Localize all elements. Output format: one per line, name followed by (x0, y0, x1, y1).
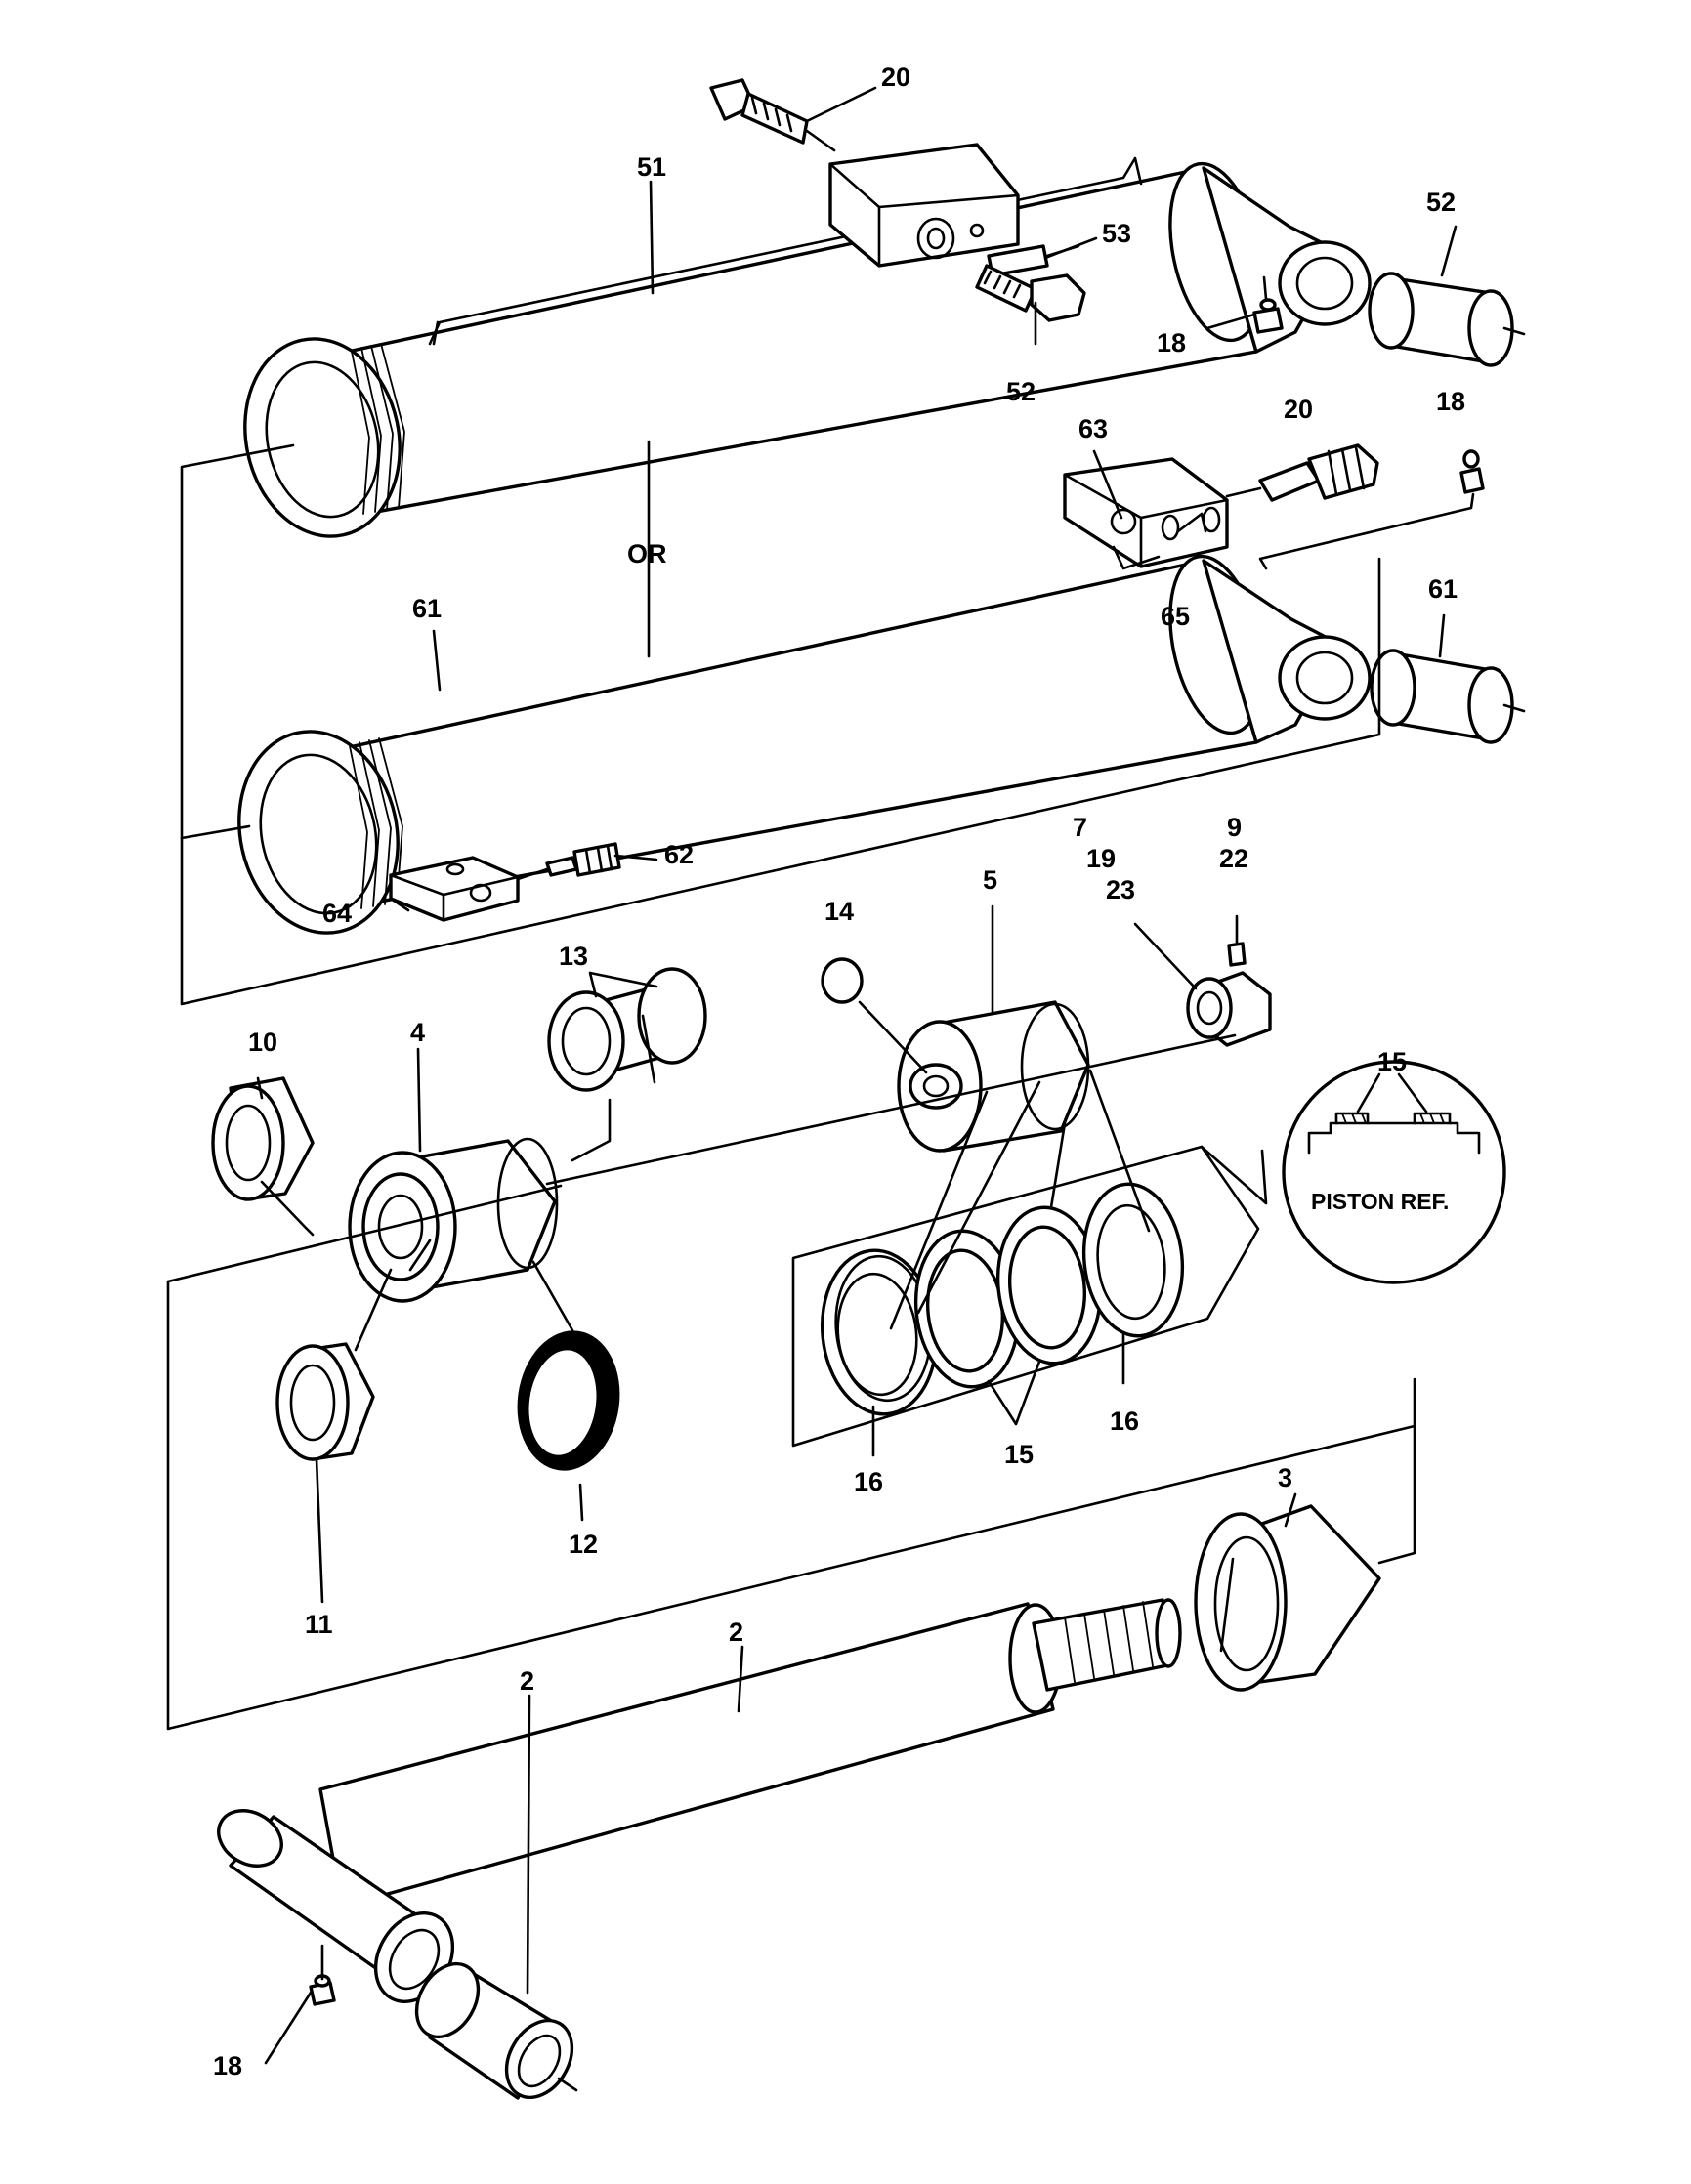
label-18-top: 18 (1157, 328, 1186, 357)
bearing-13 (547, 967, 707, 1092)
piston-5 (897, 1000, 1090, 1153)
label-15: 15 (1004, 1440, 1034, 1469)
label-20-top: 20 (881, 63, 910, 92)
fitting-62 (516, 842, 621, 881)
callout-labels: 20 51 53 52 52 18 63 20 18 OR 65 61 61 6… (213, 63, 1465, 2080)
label-12: 12 (569, 1530, 598, 1559)
label-64: 64 (322, 899, 352, 928)
barrel-61 (237, 554, 1372, 935)
bolt-52 (975, 264, 1086, 346)
label-22: 22 (1219, 844, 1248, 873)
oring-14 (821, 957, 928, 1074)
label-2-rod: 2 (729, 1617, 743, 1647)
head-4 (348, 1137, 559, 1303)
label-11: 11 (305, 1610, 333, 1639)
label-62: 62 (664, 840, 694, 869)
inset-title: PISTON REF. (1311, 1189, 1449, 1214)
wiper-12 (517, 1330, 620, 1471)
label-4: 4 (410, 1018, 425, 1047)
label-16-right: 16 (1110, 1407, 1139, 1436)
piston-ref-inset: 15 PISTON REF. (1282, 1047, 1506, 1284)
label-52-right: 52 (1426, 188, 1456, 217)
label-65: 65 (1161, 602, 1190, 631)
label-or: OR (627, 539, 667, 568)
nut-23 (1186, 971, 1272, 1047)
grease-fitting-18c (309, 1944, 336, 2006)
label-10: 10 (248, 1028, 277, 1057)
fitting-20-mid (1225, 443, 1379, 502)
label-13: 13 (559, 942, 588, 971)
label-2-bushing: 2 (520, 1666, 534, 1696)
label-7: 7 (1073, 813, 1087, 842)
label-61-left: 61 (412, 594, 442, 623)
ring-11 (275, 1342, 375, 1461)
piston-rod-2 (217, 1598, 1182, 2003)
label-14: 14 (824, 897, 854, 926)
grease-fitting-18a (1252, 275, 1284, 334)
bushing-52 (1368, 272, 1526, 367)
port-block-63 (1063, 457, 1229, 570)
grease-fitting-18b (1258, 449, 1485, 570)
label-3: 3 (1278, 1463, 1292, 1492)
label-23: 23 (1106, 875, 1135, 904)
seal-10 (211, 1076, 315, 1201)
bushing-2 (414, 1961, 578, 2100)
inset-callout-15: 15 (1377, 1047, 1407, 1076)
label-53: 53 (1102, 219, 1131, 248)
label-5: 5 (983, 865, 997, 895)
leader-lines (256, 86, 1458, 2065)
fitting-20-top (709, 78, 836, 152)
label-16-left: 16 (854, 1467, 883, 1496)
label-51: 51 (637, 152, 666, 182)
label-20-mid: 20 (1284, 395, 1313, 424)
assembly-outline (180, 440, 1381, 1006)
setscrew-9 (1227, 942, 1247, 967)
label-52-bolt: 52 (1006, 377, 1036, 406)
bushing-61 (1370, 649, 1526, 744)
label-9: 9 (1227, 813, 1242, 842)
port-block-51 (828, 143, 1020, 268)
gland-nut-3 (1194, 1504, 1381, 1692)
label-63: 63 (1078, 414, 1108, 443)
label-18-bottom: 18 (213, 2051, 242, 2080)
label-18-mid: 18 (1436, 387, 1465, 416)
lower-outline (166, 1033, 1416, 1731)
label-19: 19 (1086, 844, 1116, 873)
label-61-right: 61 (1428, 574, 1458, 604)
